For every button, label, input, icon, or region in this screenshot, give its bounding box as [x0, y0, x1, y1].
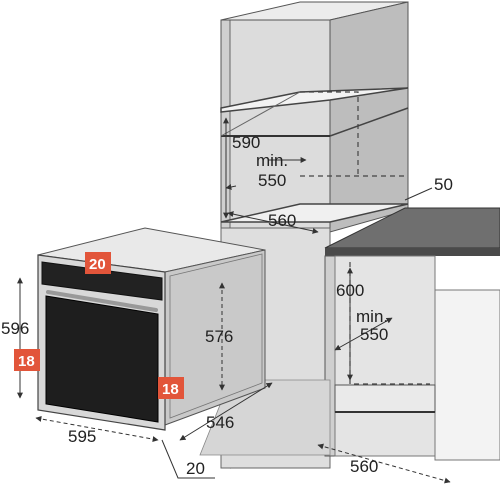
base-niche-floor	[334, 384, 436, 413]
left-clearance-badge: 18	[14, 349, 40, 371]
oven-body-height-label: 576	[205, 327, 233, 346]
upper-min-label: min.	[256, 151, 288, 170]
upper-width-label: 560	[268, 211, 296, 230]
lower-min-label: min.	[356, 307, 388, 326]
tall-cabinet-right-panel	[329, 1, 409, 233]
upper-min-value: 550	[258, 171, 286, 190]
oven-front-offset-label: 20	[186, 459, 205, 478]
oven-depth-label: 546	[206, 413, 234, 432]
countertop-edge	[325, 248, 500, 256]
svg-text:20: 20	[89, 256, 106, 273]
oven-width-label: 595	[68, 427, 96, 446]
base-cabinet	[324, 207, 500, 461]
oven-height-label: 596	[1, 319, 29, 338]
upper-gap-label: 50	[434, 175, 453, 194]
upper-shelf	[220, 87, 409, 113]
upper-height-label: 590	[232, 133, 260, 152]
oven-control-panel	[41, 261, 163, 301]
upper-niche-dashed	[300, 91, 359, 176]
oven-door-glass	[45, 295, 159, 423]
base-cabinet-right-panel	[434, 289, 500, 461]
right-clearance-badge: 18	[158, 377, 184, 399]
oven-handle	[46, 290, 158, 312]
oven	[37, 227, 266, 431]
lower-min-value: 550	[360, 325, 388, 344]
top-clearance-badge: 20	[85, 252, 111, 274]
lower-height-label: 600	[336, 281, 364, 300]
lower-width-label: 560	[350, 457, 378, 476]
svg-text:18: 18	[162, 381, 179, 398]
svg-text:18: 18	[18, 353, 35, 370]
